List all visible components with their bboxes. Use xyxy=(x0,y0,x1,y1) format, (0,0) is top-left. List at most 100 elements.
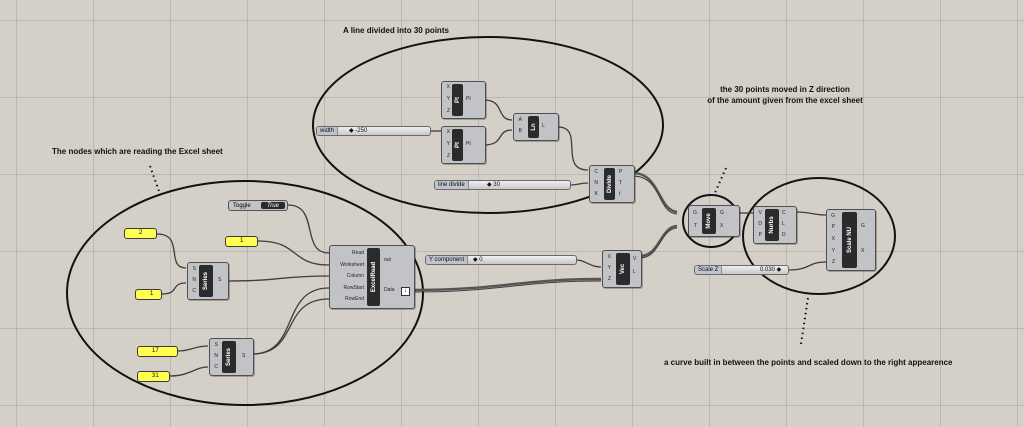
input-x[interactable]: X xyxy=(831,236,835,242)
panel-value-17[interactable]: 17 xyxy=(137,346,178,357)
slider-value[interactable]: ◆ 30 xyxy=(487,182,500,188)
width-slider[interactable]: width ◆ -250 xyxy=(316,126,431,136)
output-d[interactable]: D xyxy=(782,232,786,238)
output-l[interactable]: L xyxy=(542,123,545,129)
wire-vec-move-b xyxy=(639,227,678,259)
line-component[interactable]: A B Ln L xyxy=(513,113,559,141)
component-nickname: Ln xyxy=(528,116,539,138)
input-n[interactable]: N xyxy=(192,277,196,283)
output-t-param[interactable]: t xyxy=(619,191,621,197)
output-x[interactable]: X xyxy=(720,223,724,229)
output-x[interactable]: X xyxy=(861,248,865,254)
input-x[interactable]: X xyxy=(607,254,611,260)
input-d[interactable]: D xyxy=(758,221,762,227)
input-y[interactable]: Y xyxy=(607,265,611,271)
wire-series1-excel xyxy=(227,275,330,282)
wire-scalez-scale xyxy=(788,261,827,271)
output-g[interactable]: G xyxy=(720,210,724,216)
input-g[interactable]: G xyxy=(831,213,835,219)
input-rowend[interactable]: RowEnd xyxy=(345,296,364,302)
component-nickname: ExcelRead xyxy=(367,248,380,306)
input-z[interactable]: Z xyxy=(831,259,835,265)
output-s[interactable]: S xyxy=(218,277,222,283)
input-p[interactable]: P xyxy=(758,232,762,238)
slider-label: Scale Z xyxy=(695,266,723,274)
moved-points-annotation-line2: of the amount given from the excel sheet xyxy=(707,96,863,105)
wire-excel-vec-a xyxy=(412,277,602,292)
input-g[interactable]: G xyxy=(693,210,697,216)
wire-panel31-series2 xyxy=(169,366,209,377)
scale-nu-component[interactable]: G P X Y Z Scale NU G X xyxy=(826,209,876,271)
series-component-2[interactable]: S N C Series S xyxy=(209,338,254,376)
input-z[interactable]: Z xyxy=(607,276,611,282)
output-v[interactable]: V xyxy=(633,256,637,262)
output-out[interactable]: out xyxy=(384,257,391,263)
input-n[interactable]: N xyxy=(594,180,598,186)
input-x[interactable]: X xyxy=(446,84,450,90)
divide-component[interactable]: C N K Divide P T t xyxy=(589,165,635,203)
input-n[interactable]: N xyxy=(214,353,218,359)
output-data[interactable]: Data xyxy=(384,287,395,293)
output-l[interactable]: L xyxy=(633,269,636,275)
vector-component[interactable]: X Y Z Vec V L xyxy=(602,250,642,288)
input-column[interactable]: Column xyxy=(346,273,364,279)
output-p[interactable]: P xyxy=(619,169,623,175)
input-s[interactable]: S xyxy=(192,266,196,272)
slider-value[interactable]: ◆ 0 xyxy=(473,257,483,263)
output-g[interactable]: G xyxy=(861,223,865,229)
point-component-1[interactable]: X Y Z Pt Pt xyxy=(441,81,486,119)
wire-pt2-ln xyxy=(483,129,513,146)
y-component-slider[interactable]: Y component ◆ 0 xyxy=(425,255,577,265)
input-y[interactable]: Y xyxy=(446,96,450,102)
input-z[interactable]: Z xyxy=(446,153,450,159)
input-y[interactable]: Y xyxy=(831,248,835,254)
input-b[interactable]: B xyxy=(518,128,522,134)
flatten-icon: ↓ xyxy=(401,287,410,296)
input-a[interactable]: A xyxy=(518,117,522,123)
input-read[interactable]: Read xyxy=(352,250,364,256)
toggle-value[interactable]: True xyxy=(261,202,285,209)
line-divide-slider[interactable]: line divide ◆ 30 xyxy=(434,180,571,190)
input-rowstart[interactable]: RowStart xyxy=(343,285,364,291)
point-component-2[interactable]: X Y Z Pt Pt xyxy=(441,126,486,164)
slider-label: line divide xyxy=(435,181,469,189)
excel-read-component[interactable]: Read Worksheet Column RowStart RowEnd Ex… xyxy=(329,245,415,309)
input-k[interactable]: K xyxy=(594,191,598,197)
input-p[interactable]: P xyxy=(831,224,835,230)
output-c[interactable]: C xyxy=(782,210,786,216)
wire-divide-move-a xyxy=(632,171,678,214)
input-v[interactable]: V xyxy=(758,210,762,216)
output-l[interactable]: L xyxy=(782,221,785,227)
output-pt[interactable]: Pt xyxy=(466,141,471,147)
input-x[interactable]: X xyxy=(446,129,450,135)
wire-panel17-series2 xyxy=(177,345,209,352)
panel-value-2[interactable]: 2 xyxy=(124,228,157,239)
slider-label: width xyxy=(317,127,339,135)
input-s[interactable]: S xyxy=(214,342,218,348)
panel-value-31[interactable]: 31 xyxy=(137,371,170,382)
input-z[interactable]: Z xyxy=(446,108,450,114)
component-nickname: Move xyxy=(702,208,716,234)
input-worksheet[interactable]: Worksheet xyxy=(340,262,364,268)
move-component[interactable]: G T Move G X xyxy=(688,205,740,237)
input-t[interactable]: T xyxy=(693,223,697,229)
slider-value[interactable]: 0.030 ◆ xyxy=(760,267,782,273)
scale-z-slider[interactable]: Scale Z 0.030 ◆ xyxy=(694,265,789,275)
output-t[interactable]: T xyxy=(619,180,623,186)
moved-points-annotation-line1: the 30 points moved in Z direction xyxy=(720,85,850,94)
component-nickname: Pt xyxy=(452,84,463,116)
panel-value-1-column[interactable]: 1 xyxy=(225,236,258,247)
series-component-1[interactable]: S N C Series S xyxy=(187,262,229,300)
input-c[interactable]: C xyxy=(192,288,196,294)
output-s[interactable]: S xyxy=(242,353,246,359)
input-c[interactable]: C xyxy=(594,169,598,175)
boolean-toggle[interactable]: Toggle True xyxy=(228,200,288,211)
panel-value-1-step[interactable]: 1 xyxy=(135,289,162,300)
input-c[interactable]: C xyxy=(214,364,218,370)
input-y[interactable]: Y xyxy=(446,141,450,147)
pointer-excel xyxy=(149,165,161,195)
slider-value[interactable]: ◆ -250 xyxy=(349,128,368,134)
title-annotation: A line divided into 30 points xyxy=(343,26,449,35)
output-pt[interactable]: Pt xyxy=(466,96,471,102)
nurbs-curve-component[interactable]: V D P Nurbs C L D xyxy=(753,206,797,244)
